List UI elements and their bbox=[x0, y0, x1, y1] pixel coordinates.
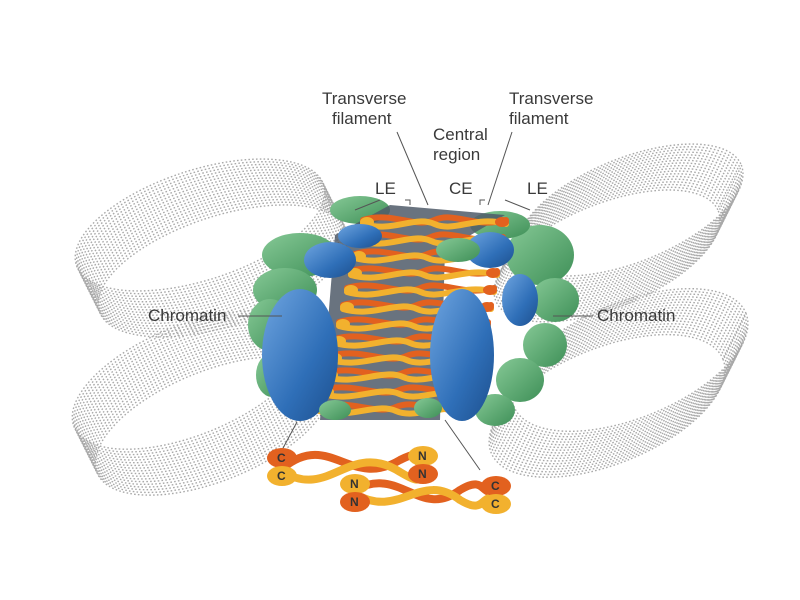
tf-dimer-bottom bbox=[340, 474, 511, 514]
label-central-2: region bbox=[433, 145, 480, 164]
label-transverse-left-1: Transverse bbox=[322, 89, 406, 108]
termini-letters: C C N N N N C C bbox=[277, 449, 500, 511]
terminus-c-1: C bbox=[277, 451, 286, 465]
lateral-element-blue bbox=[262, 224, 538, 421]
label-transverse-right-1: Transverse bbox=[509, 89, 593, 108]
terminus-n-3: N bbox=[350, 477, 359, 491]
label-chromatin-right: Chromatin bbox=[597, 306, 675, 325]
label-central-1: Central bbox=[433, 125, 488, 144]
terminus-n-1: N bbox=[418, 449, 427, 463]
label-transverse-left-2: filament bbox=[332, 109, 392, 128]
terminus-c-4: C bbox=[491, 497, 500, 511]
label-chromatin-left: Chromatin bbox=[148, 306, 226, 325]
label-transverse-right-2: filament bbox=[509, 109, 569, 128]
diagram-labels: Transverse filament Transverse filament … bbox=[148, 89, 675, 325]
terminus-c-2: C bbox=[277, 469, 286, 483]
terminus-n-2: N bbox=[418, 467, 427, 481]
label-ce: CE bbox=[449, 179, 473, 198]
terminus-c-3: C bbox=[491, 479, 500, 493]
label-le-right: LE bbox=[527, 179, 548, 198]
leader-lines bbox=[238, 131, 593, 471]
label-le-left: LE bbox=[375, 179, 396, 198]
terminus-n-4: N bbox=[350, 495, 359, 509]
front-green-lobes bbox=[319, 238, 480, 420]
tf-dimer-top bbox=[267, 446, 438, 486]
